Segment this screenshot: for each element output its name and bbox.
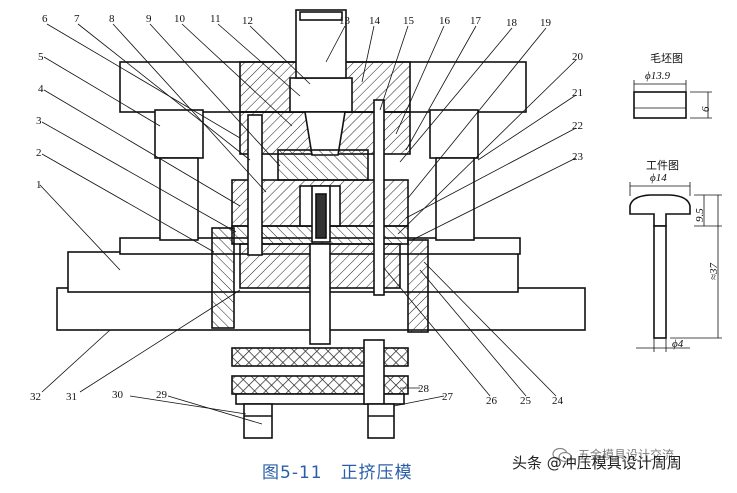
callout-9: 9 [146,13,152,25]
blank-view [633,80,712,119]
callout-27: 27 [442,391,453,403]
callout-22: 22 [572,120,583,132]
callout-31: 31 [66,391,77,403]
watermark-line-1: 五金模具设计交流 [578,448,675,462]
hex-nut-left [243,403,273,439]
blank-height-dim: 6 [700,106,712,113]
callout-11: 11 [210,13,221,25]
callout-29: 29 [156,389,167,401]
callout-7: 7 [74,13,80,25]
blank-diameter-dim: ϕ13.9 [645,70,670,82]
callout-28: 28 [418,383,429,395]
callout-5: 5 [38,51,44,63]
callout-14: 14 [369,15,380,27]
part-stem-diameter-dim: ϕ4 [672,338,684,350]
callout-32: 32 [30,391,41,403]
callout-15: 15 [403,15,414,27]
callout-19: 19 [540,17,551,29]
guide-post-left [159,157,199,241]
callout-30: 30 [112,389,123,401]
callout-2: 2 [36,147,42,159]
part-view [629,182,722,352]
callout-23: 23 [572,151,583,163]
blank-view-title: 毛坯图 [650,52,683,65]
callout-21: 21 [572,87,583,99]
callout-25: 25 [520,395,531,407]
callout-24: 24 [552,395,563,407]
callout-1: 1 [36,179,42,191]
callout-10: 10 [174,13,185,25]
callout-20: 20 [572,51,583,63]
figure-caption: 图5-11 正挤压模 [262,463,413,483]
callout-17: 17 [470,15,481,27]
guide-pin-left [247,114,263,256]
callout-18: 18 [506,17,517,29]
callout-6: 6 [42,13,48,25]
callout-8: 8 [109,13,115,25]
callout-3: 3 [36,115,42,127]
watermark-line-2: 头条 @冲压模具设计周周 [512,454,682,472]
callout-16: 16 [439,15,450,27]
ejector-pin-right [373,99,385,296]
part-head-height-dim: 9.5 [694,208,706,222]
part-length-dim: ≈37 [708,262,720,280]
die-shank [295,9,347,79]
hex-nut-right [367,403,395,439]
part-head-diameter-dim: ϕ14 [650,172,667,184]
callout-26: 26 [486,395,497,407]
callout-12: 12 [242,15,253,27]
callout-13: 13 [339,15,350,27]
part-view-title: 工件图 [646,159,679,172]
wechat-logo-icon [552,447,572,463]
callout-4: 4 [38,83,44,95]
